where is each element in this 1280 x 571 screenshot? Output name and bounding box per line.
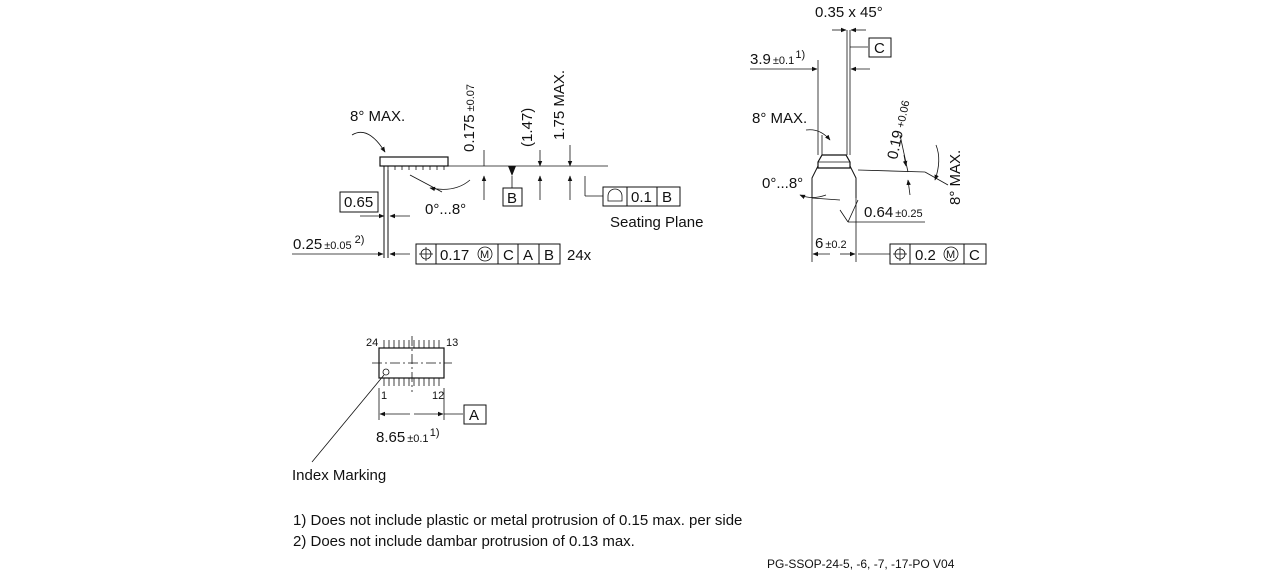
drawing-id: PG-SSOP-24-5, -6, -7, -17-PO V04 bbox=[767, 557, 955, 571]
index-marking-label: Index Marking bbox=[292, 467, 386, 484]
end-view-body bbox=[817, 154, 851, 169]
dim-0175-label: 0.175±0.07 bbox=[461, 84, 478, 152]
dim-175-label: 1.75 MAX. bbox=[551, 70, 568, 140]
side-angle-top-label: 8° MAX. bbox=[350, 108, 405, 125]
side-view: 8° MAX. 0°...8° 0.175±0.07 B (1.47) 1.75… bbox=[292, 70, 703, 265]
pin-13-label: 13 bbox=[446, 337, 458, 349]
flatness-datum: B bbox=[662, 189, 672, 206]
end-fcf-m: M bbox=[946, 249, 955, 261]
seating-plane-label: Seating Plane bbox=[610, 214, 703, 231]
datum-b-box bbox=[502, 187, 523, 207]
pin-1-label: 1 bbox=[381, 390, 387, 402]
datum-c-box bbox=[868, 37, 892, 58]
note-1: 1) Does not include plastic or metal pro… bbox=[293, 512, 742, 529]
side-fcf-m: M bbox=[480, 249, 489, 261]
side-fcf-a: A bbox=[523, 247, 533, 264]
note-2: 2) Does not include dambar protrusion of… bbox=[293, 533, 635, 550]
side-fcf-value: 0.17 bbox=[440, 247, 469, 264]
dim-147-label: (1.47) bbox=[519, 108, 536, 147]
datum-c-label: C bbox=[874, 40, 885, 57]
datum-b-triangle bbox=[508, 166, 516, 176]
pin-24-label: 24 bbox=[366, 337, 378, 349]
side-fcf-b: B bbox=[544, 247, 554, 264]
datum-a-box bbox=[463, 404, 487, 425]
top-view-leads-top bbox=[383, 340, 440, 348]
end-fcf-c: C bbox=[969, 247, 980, 264]
datum-a-label: A bbox=[469, 407, 479, 424]
flatness-value: 0.1 bbox=[631, 189, 652, 206]
end-angle-bottom-label: 0°...8° bbox=[762, 175, 803, 192]
datum-b-label: B bbox=[507, 190, 517, 207]
overall-width-label: 6±0.2 bbox=[815, 235, 847, 252]
index-mark-icon bbox=[382, 368, 390, 376]
end-mmc-symbol-icon bbox=[943, 246, 959, 262]
side-view-body bbox=[379, 156, 449, 167]
pin-12-label: 12 bbox=[432, 390, 444, 402]
pitch-box bbox=[339, 191, 379, 213]
index-marking-leader bbox=[311, 374, 385, 463]
side-fcf-c: C bbox=[503, 247, 514, 264]
side-position-frame: 0.17 M C A B bbox=[415, 243, 561, 265]
end-angle-side-label: 8° MAX. bbox=[947, 150, 964, 205]
side-angle-bottom-label: 0°...8° bbox=[425, 201, 466, 218]
mmc-symbol-icon bbox=[477, 246, 493, 262]
flatness-frame: 0.1 B bbox=[602, 186, 681, 207]
flatness-symbol-icon bbox=[607, 188, 623, 202]
side-fcf-count: 24x bbox=[567, 247, 592, 264]
side-view-leads bbox=[387, 166, 445, 170]
chamfer-label: 0.35 x 45° bbox=[815, 4, 883, 21]
lead-thickness-label: 0.19+0.06 bbox=[884, 99, 913, 161]
foot-length-label: 0.64±0.25 bbox=[864, 204, 923, 221]
end-position-frame: 0.2 M C bbox=[889, 243, 987, 265]
end-fcf-value: 0.2 bbox=[915, 247, 936, 264]
pitch-label: 0.65 bbox=[344, 194, 373, 211]
notes: 1) Does not include plastic or metal pro… bbox=[293, 512, 742, 550]
top-view-leads-bottom bbox=[383, 378, 440, 386]
end-angle-top-label: 8° MAX. bbox=[752, 110, 807, 127]
